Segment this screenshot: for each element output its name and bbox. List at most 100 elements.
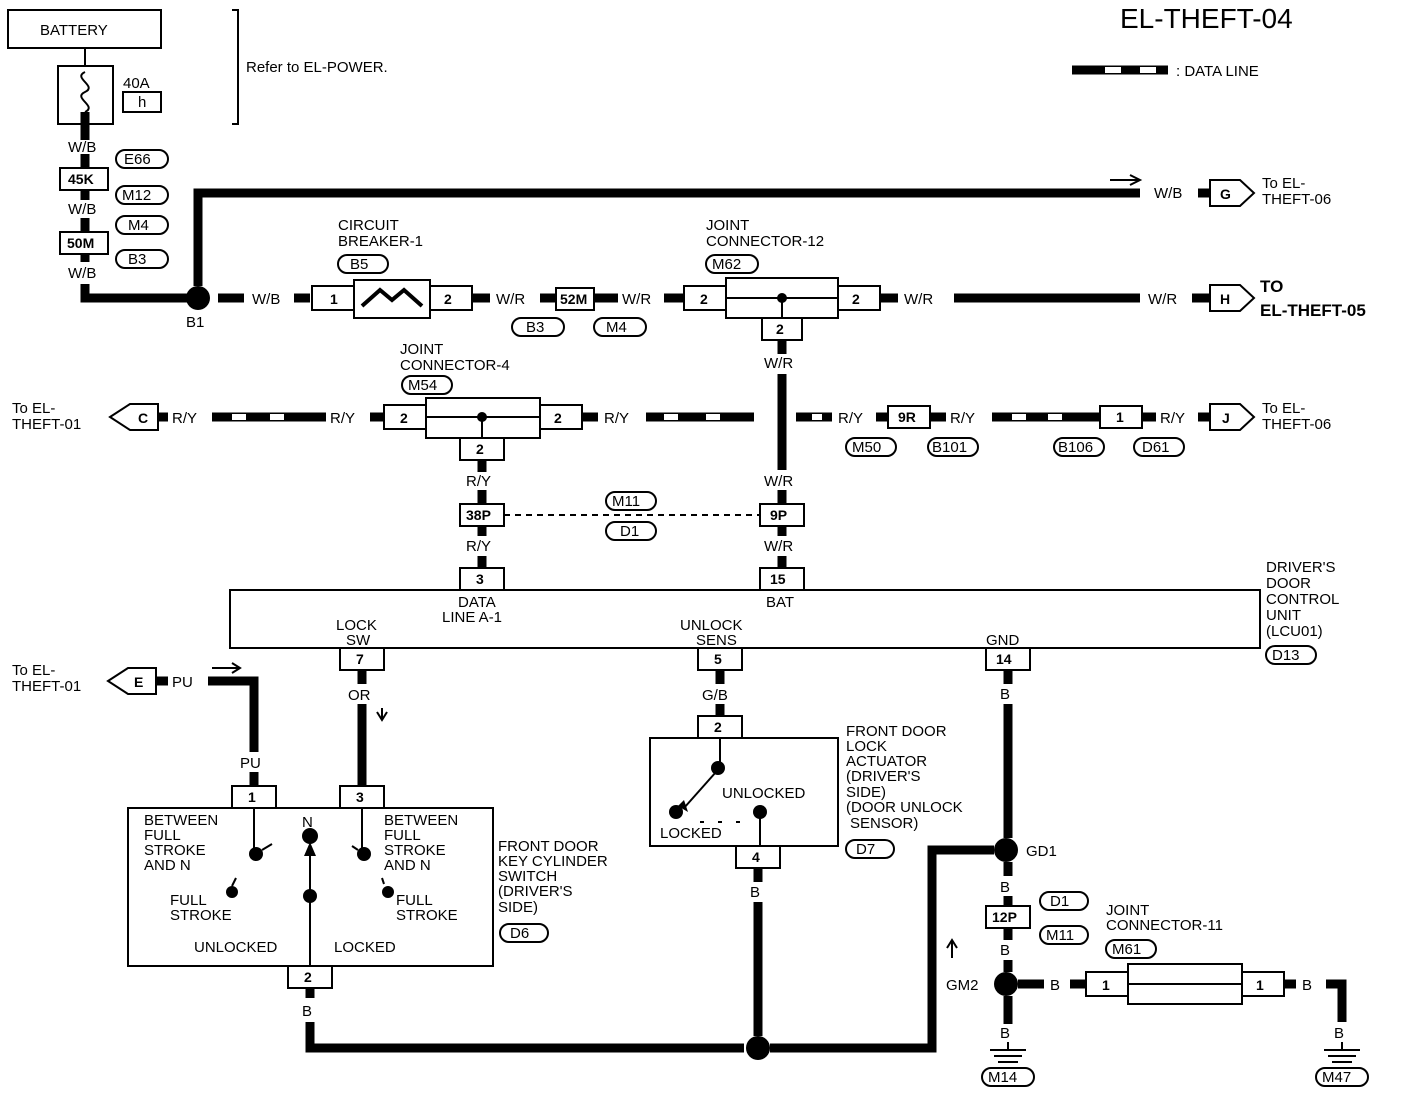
- ground-point-gd1: [994, 838, 1018, 862]
- ks-locked: LOCKED: [334, 939, 396, 956]
- act-wire-gb: G/B: [702, 687, 728, 704]
- lcu-pin3: 3: [476, 571, 484, 587]
- act-name-5: SIDE): [846, 784, 886, 801]
- ke-wire-or: OR: [348, 687, 371, 704]
- lcu-pin5-label-1: UNLOCK: [680, 617, 743, 634]
- ry-5: R/Y: [950, 410, 975, 427]
- connector-e: E: [134, 674, 143, 690]
- wire-wb-2: W/B: [68, 201, 96, 218]
- conn-m4: M4: [128, 217, 149, 234]
- cb-pin-left: 1: [330, 291, 338, 307]
- dest-c-2: THEFT-01: [12, 416, 81, 433]
- ground-symbol-icon: [1324, 1049, 1360, 1063]
- lcu-pin14: 14: [996, 651, 1012, 667]
- ks-conn: D6: [510, 925, 529, 942]
- wire-wb-3: W/B: [68, 265, 96, 282]
- ks-full-l-1: FULL: [170, 892, 207, 909]
- j4-name-2: CONNECTOR-4: [400, 357, 510, 374]
- act-name-1: FRONT DOOR: [846, 723, 947, 740]
- lcu-pin7-label-2: SW: [346, 632, 371, 649]
- ks-name-5: SIDE): [498, 899, 538, 916]
- j4-conn: M54: [408, 377, 437, 394]
- cb-wire-in: W/B: [252, 291, 280, 308]
- gnd-12p: 12P: [992, 909, 1017, 925]
- flow-arrow-icon: [376, 708, 388, 722]
- lcu-body: [229, 589, 1261, 649]
- act-pin2: 2: [714, 719, 722, 735]
- dest-j-1: To EL-: [1262, 400, 1305, 417]
- j11-pin-left: 1: [1102, 977, 1110, 993]
- wire-wb-1: W/B: [68, 139, 96, 156]
- lcu-pin3-label-2: LINE A-1: [442, 609, 502, 626]
- lcu-name-4: UNIT: [1266, 607, 1301, 624]
- act-pin4: 4: [752, 849, 760, 865]
- dest-c-1: To EL-: [12, 400, 55, 417]
- connector-g: G: [1220, 186, 1231, 202]
- gnd-wire-b7: B: [1334, 1025, 1344, 1042]
- dest-e-1: To EL-: [12, 662, 55, 679]
- actuator-box: [649, 737, 839, 847]
- connector-c-icon: [108, 403, 159, 431]
- ks-between-l-2: FULL: [144, 827, 181, 844]
- cb-conn: B5: [350, 256, 368, 273]
- dest-g-2: THEFT-06: [1262, 191, 1331, 208]
- gnd-d1: D1: [1050, 893, 1069, 910]
- fuse-45k: 45K: [68, 171, 94, 187]
- j12-pin-left: 2: [700, 291, 708, 307]
- connector-h: H: [1220, 291, 1230, 307]
- flow-arrow-icon: [212, 662, 242, 674]
- j4-pin-bottom: 2: [476, 441, 484, 457]
- mid-ry-1: R/Y: [466, 473, 491, 490]
- dest-e-2: THEFT-01: [12, 678, 81, 695]
- conn-b3: B3: [128, 251, 146, 268]
- gnd-m47: M47: [1322, 1069, 1351, 1086]
- cb-pin-left-box: [311, 285, 355, 311]
- conn-b101: B101: [932, 439, 967, 456]
- conn-m12: M12: [122, 187, 151, 204]
- connector-h-icon: [1209, 284, 1256, 312]
- ke-wire-pu-2: PU: [240, 755, 261, 772]
- lcu-pin7-label-1: LOCK: [336, 617, 377, 634]
- data-line-segment: [212, 412, 326, 422]
- act-name-6: (DOOR UNLOCK: [846, 799, 963, 816]
- conn-m50: M50: [852, 439, 881, 456]
- ks-full-r-2: STROKE: [396, 907, 458, 924]
- j12-wire-down: W/R: [764, 355, 793, 372]
- cb-pin-right: 2: [444, 291, 452, 307]
- mid-ry-2: R/Y: [466, 538, 491, 555]
- ks-name-1: FRONT DOOR: [498, 838, 599, 855]
- act-name-2: LOCK: [846, 738, 887, 755]
- ks-pin2: 2: [304, 969, 312, 985]
- legend-label: : DATA LINE: [1176, 63, 1259, 80]
- conn-d61: D61: [1142, 439, 1170, 456]
- lcu-pin5-label-2: SENS: [696, 632, 737, 649]
- mid-wr-2: W/R: [764, 538, 793, 555]
- j12-wire-right2: W/R: [1148, 291, 1177, 308]
- ks-between-r-1: BETWEEN: [384, 812, 458, 829]
- j12-name-2: CONNECTOR-12: [706, 233, 824, 250]
- ry-6: R/Y: [1160, 410, 1185, 427]
- lcu-pin5: 5: [714, 651, 722, 667]
- fuse-50m: 50M: [67, 235, 94, 251]
- gnd-m11: M11: [1046, 927, 1074, 944]
- gnd-wire-b2: B: [1000, 879, 1010, 896]
- j12-pin-right: 2: [852, 291, 860, 307]
- j4-pin-right: 2: [554, 410, 562, 426]
- act-locked: LOCKED: [660, 825, 722, 842]
- lcu-pin15-label: BAT: [766, 594, 794, 611]
- gnd-wire-b4: B: [1050, 977, 1060, 994]
- j11-name-2: CONNECTOR-11: [1106, 917, 1223, 934]
- fuse-id: h: [138, 94, 146, 111]
- j12-name-1: JOINT: [706, 217, 749, 234]
- ks-pin3: 3: [356, 789, 364, 805]
- wire-wr-52m: W/R: [622, 291, 651, 308]
- connector-e-icon: [106, 667, 157, 695]
- j11-pin-right: 1: [1256, 977, 1264, 993]
- j11-name-1: JOINT: [1106, 902, 1149, 919]
- j12-conn: M62: [712, 256, 741, 273]
- gnd-m14: M14: [988, 1069, 1017, 1086]
- data-line-legend: : DATA LINE: [1072, 63, 1259, 80]
- lcu-name-2: DOOR: [1266, 575, 1311, 592]
- ry-1: R/Y: [172, 410, 197, 427]
- lcu-pin3-label-1: DATA: [458, 594, 496, 611]
